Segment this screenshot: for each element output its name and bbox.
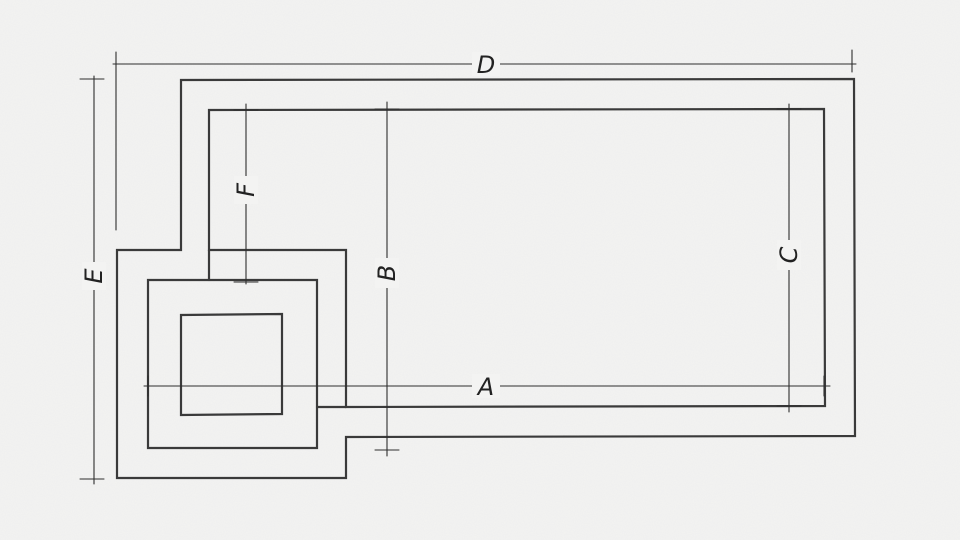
- dimension-b: B: [373, 101, 401, 457]
- dimension-c: C: [775, 103, 803, 413]
- dimension-f: F: [232, 103, 260, 285]
- dimension-e: E: [79, 75, 108, 485]
- dimension-d: D: [112, 49, 857, 231]
- dimension-a-label: A: [476, 373, 494, 401]
- outer-wall-outline: [115, 77, 857, 480]
- dimension-f-label: F: [232, 182, 260, 197]
- dimension-c-label: C: [775, 246, 803, 263]
- dimension-a: A: [143, 373, 831, 401]
- inner-square-outline: [179, 312, 284, 417]
- dimension-d-label: D: [477, 51, 495, 79]
- dimension-e-label: E: [80, 268, 108, 284]
- dimension-b-label: B: [373, 265, 401, 281]
